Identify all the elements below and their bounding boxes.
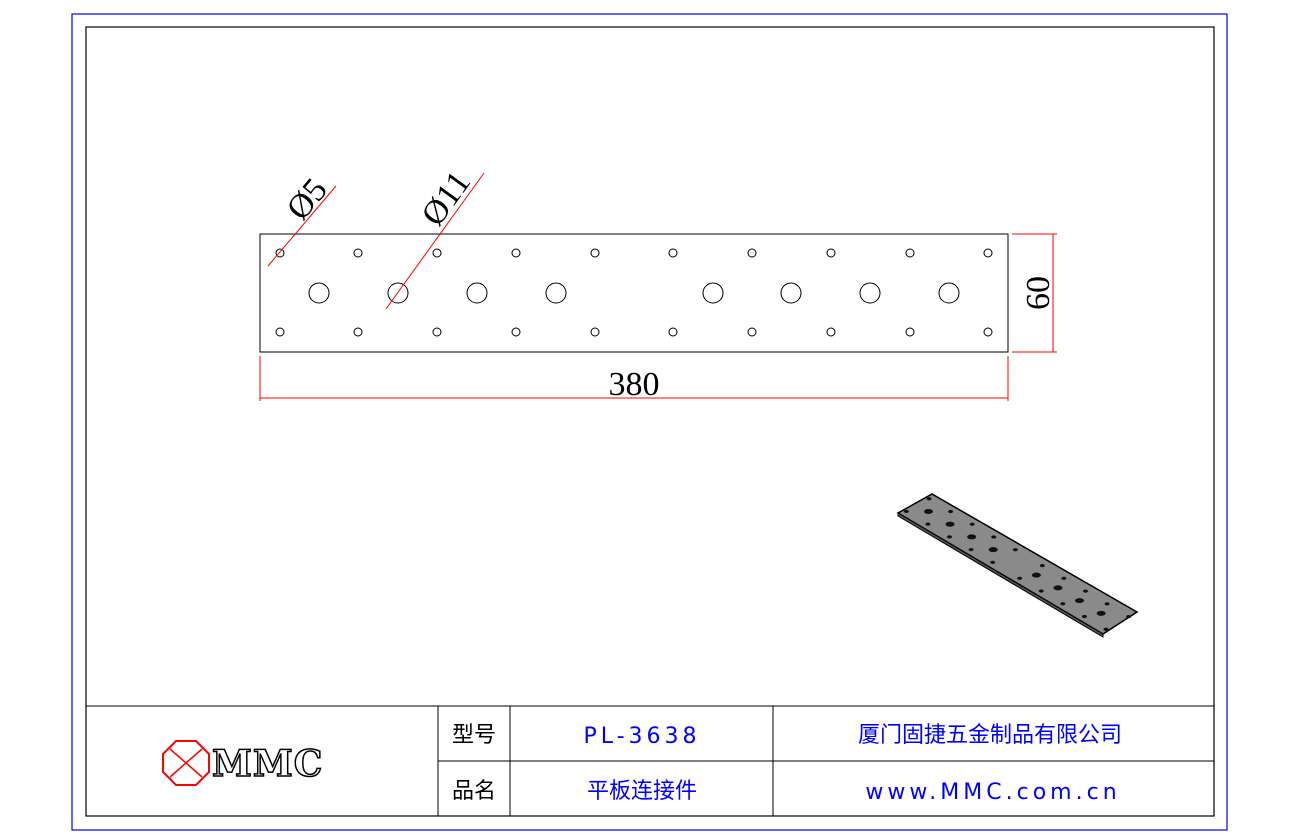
title-block-lines bbox=[86, 705, 1214, 816]
iso-large-hole bbox=[1096, 610, 1106, 616]
small-hole-diameter-text: Ø5 bbox=[280, 172, 335, 228]
dimension-width bbox=[1012, 233, 1057, 353]
iso-small-hole bbox=[968, 548, 974, 552]
plate-3d-view bbox=[896, 493, 1139, 638]
iso-large-hole bbox=[923, 508, 933, 514]
small-hole bbox=[590, 248, 600, 258]
leader-large-hole bbox=[385, 172, 485, 310]
large-hole bbox=[859, 282, 881, 304]
iso-small-hole bbox=[1060, 602, 1066, 606]
small-hole bbox=[353, 248, 363, 258]
iso-small-hole bbox=[1039, 564, 1045, 568]
large-hole bbox=[780, 282, 802, 304]
small-hole bbox=[511, 248, 521, 258]
iso-small-hole bbox=[990, 560, 996, 564]
small-hole bbox=[275, 327, 285, 337]
large-hole bbox=[387, 282, 409, 304]
small-hole bbox=[432, 327, 442, 337]
large-hole bbox=[466, 282, 488, 304]
small-hole bbox=[905, 248, 915, 258]
iso-small-hole bbox=[1038, 589, 1044, 593]
name-value: 平板连接件 bbox=[587, 779, 697, 804]
large-hole-diameter-text: Ø11 bbox=[415, 165, 479, 233]
small-hole bbox=[747, 327, 757, 337]
small-hole bbox=[983, 327, 993, 337]
iso-small-hole bbox=[1081, 614, 1087, 619]
small-hole bbox=[905, 327, 915, 337]
outer-frame bbox=[71, 13, 1228, 831]
small-hole bbox=[511, 327, 521, 337]
model-label: 型号 bbox=[452, 723, 496, 748]
model-value: PL-3638 bbox=[583, 724, 700, 749]
iso-large-hole bbox=[1075, 598, 1085, 604]
small-hole bbox=[275, 248, 285, 258]
iso-small-hole bbox=[969, 522, 975, 526]
iso-large-hole bbox=[988, 547, 998, 553]
name-label: 品名 bbox=[452, 779, 496, 804]
small-hole bbox=[983, 248, 993, 258]
website: www.MMC.com.cn bbox=[865, 780, 1120, 805]
logo-text: MMC bbox=[212, 743, 323, 785]
iso-small-hole bbox=[903, 509, 909, 514]
iso-small-hole bbox=[991, 535, 997, 539]
iso-small-hole bbox=[1012, 548, 1018, 552]
small-hole bbox=[353, 327, 363, 337]
small-hole bbox=[432, 248, 442, 258]
large-hole bbox=[308, 282, 330, 304]
small-hole bbox=[668, 327, 678, 337]
large-hole bbox=[702, 282, 724, 304]
iso-large-hole bbox=[945, 521, 955, 527]
iso-small-hole bbox=[1126, 614, 1132, 619]
iso-small-hole bbox=[947, 535, 953, 539]
dimension-length bbox=[259, 356, 1009, 401]
leader-small-hole bbox=[267, 185, 337, 267]
small-hole bbox=[826, 248, 836, 258]
company-name: 厦门固捷五金制品有限公司 bbox=[858, 723, 1122, 748]
iso-large-hole bbox=[1031, 572, 1041, 578]
iso-small-hole bbox=[1082, 589, 1088, 593]
iso-small-hole bbox=[925, 522, 931, 526]
iso-small-hole bbox=[1104, 602, 1110, 606]
iso-small-hole bbox=[1017, 576, 1023, 580]
iso-small-hole bbox=[948, 509, 954, 514]
mmc-logo: MMC bbox=[162, 740, 323, 786]
iso-small-hole bbox=[1103, 627, 1109, 631]
iso-small-hole bbox=[1061, 576, 1067, 580]
small-hole bbox=[826, 327, 836, 337]
iso-large-hole bbox=[1053, 585, 1063, 591]
plate-front-view bbox=[259, 233, 1009, 353]
iso-large-hole bbox=[967, 534, 977, 540]
small-hole bbox=[747, 248, 757, 258]
small-hole bbox=[590, 327, 600, 337]
inner-frame bbox=[85, 26, 1215, 817]
length-dimension-text: 380 bbox=[609, 366, 660, 403]
large-hole bbox=[545, 282, 567, 304]
iso-small-hole bbox=[926, 497, 932, 501]
large-hole bbox=[938, 282, 960, 304]
logo-emblem-icon bbox=[162, 740, 210, 786]
small-hole bbox=[668, 248, 678, 258]
width-dimension-text: 60 bbox=[1020, 276, 1057, 310]
